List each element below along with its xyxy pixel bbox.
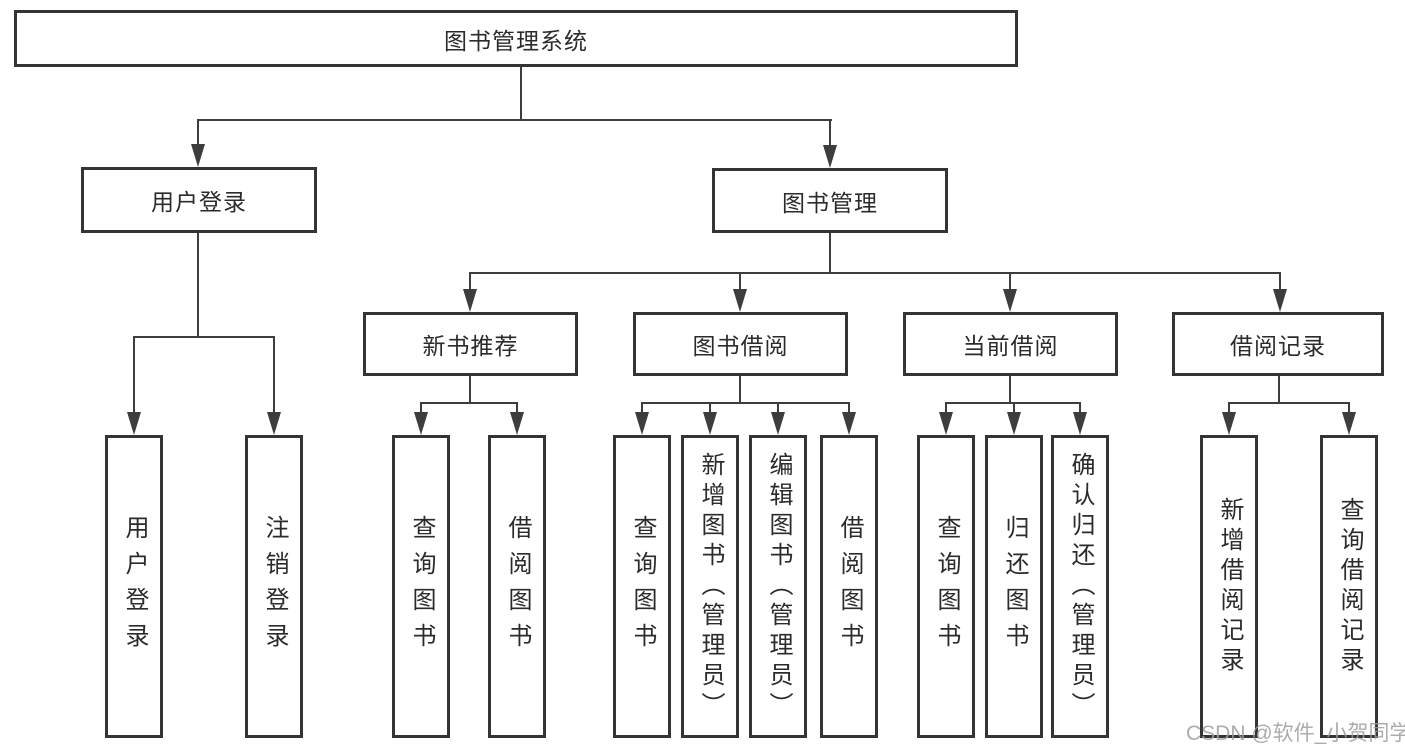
connector-line bbox=[1228, 402, 1230, 416]
node-label: 图书管理 bbox=[782, 189, 878, 216]
connector-line bbox=[848, 402, 850, 416]
arrowhead-down-icon bbox=[703, 412, 717, 435]
connector-line bbox=[1348, 402, 1350, 416]
node-label: 新书推荐 bbox=[422, 333, 519, 359]
connector-line bbox=[420, 402, 518, 404]
node-label: 当前借阅 bbox=[962, 333, 1059, 359]
connector-line bbox=[945, 402, 947, 416]
node-label: 用户登录 bbox=[151, 189, 247, 215]
arrowhead-down-icon bbox=[939, 412, 953, 435]
connector-line bbox=[516, 402, 518, 416]
node-label: 查询图书 bbox=[408, 514, 435, 659]
leaf-add-books-admin: 新增图书（管理员） bbox=[681, 435, 739, 738]
arrowhead-down-icon bbox=[127, 412, 141, 435]
node-label: 新增图书（管理员） bbox=[697, 451, 724, 722]
leaf-return-books: 归还图书 bbox=[985, 435, 1043, 738]
connector-line bbox=[197, 233, 199, 338]
connector-line bbox=[739, 272, 741, 294]
arrowhead-down-icon bbox=[1073, 412, 1087, 435]
connector-line bbox=[197, 119, 199, 149]
arrowhead-down-icon bbox=[267, 412, 281, 435]
connector-line bbox=[709, 402, 711, 416]
connector-line bbox=[641, 402, 643, 416]
connector-line bbox=[469, 272, 471, 294]
arrowhead-down-icon bbox=[1003, 289, 1017, 312]
node-current-borrowing: 当前借阅 bbox=[903, 312, 1118, 376]
connector-line bbox=[829, 119, 831, 149]
arrowhead-down-icon bbox=[1273, 289, 1287, 312]
connector-line bbox=[133, 336, 135, 418]
node-label: 确认归还（管理员） bbox=[1067, 451, 1094, 722]
connector-line bbox=[469, 272, 1281, 274]
connector-line bbox=[829, 233, 831, 274]
leaf-confirm-return-admin: 确认归还（管理员） bbox=[1051, 435, 1109, 738]
node-new-book-recommendation: 新书推荐 bbox=[363, 312, 578, 376]
node-label: 用户登录 bbox=[121, 514, 148, 659]
connector-line bbox=[1009, 376, 1011, 404]
node-label: 查询图书 bbox=[629, 514, 656, 659]
connector-line bbox=[1009, 272, 1011, 294]
connector-line bbox=[520, 67, 522, 120]
connector-line bbox=[1079, 402, 1081, 416]
arrowhead-down-icon bbox=[414, 412, 428, 435]
node-borrowing-records: 借阅记录 bbox=[1172, 312, 1384, 376]
node-label: 借阅图书 bbox=[836, 514, 863, 659]
node-label: 借阅图书 bbox=[504, 514, 531, 659]
leaf-query-borrow-record: 查询借阅记录 bbox=[1320, 435, 1378, 738]
node-label: 归还图书 bbox=[1001, 514, 1028, 659]
leaf-query-books-1: 查询图书 bbox=[392, 435, 450, 738]
node-book-management-branch: 图书管理 bbox=[712, 168, 948, 233]
leaf-query-books-2: 查询图书 bbox=[613, 435, 671, 738]
arrowhead-down-icon bbox=[635, 412, 649, 435]
node-label: 查询图书 bbox=[933, 514, 960, 659]
connector-line bbox=[420, 402, 422, 416]
arrowhead-down-icon bbox=[1007, 412, 1021, 435]
arrowhead-down-icon bbox=[771, 412, 785, 435]
connector-line bbox=[777, 402, 779, 416]
node-book-borrowing: 图书借阅 bbox=[633, 312, 848, 376]
connector-line bbox=[641, 402, 850, 404]
arrowhead-down-icon bbox=[191, 144, 205, 167]
leaf-borrow-books-2: 借阅图书 bbox=[820, 435, 878, 738]
node-label: 借阅记录 bbox=[1230, 333, 1326, 359]
connector-line bbox=[469, 376, 471, 404]
arrowhead-down-icon bbox=[463, 289, 477, 312]
connector-line bbox=[1279, 272, 1281, 294]
node-label: 图书管理系统 bbox=[444, 27, 588, 54]
node-user-login-branch: 用户登录 bbox=[81, 167, 317, 233]
node-label: 查询借阅记录 bbox=[1336, 496, 1363, 677]
node-label: 图书借阅 bbox=[692, 333, 789, 359]
leaf-borrow-books-1: 借阅图书 bbox=[488, 435, 546, 738]
arrowhead-down-icon bbox=[1222, 412, 1236, 435]
connector-line bbox=[197, 119, 832, 121]
connector-line bbox=[273, 336, 275, 418]
leaf-query-books-3: 查询图书 bbox=[917, 435, 975, 738]
connector-line bbox=[133, 336, 275, 338]
arrowhead-down-icon bbox=[1342, 412, 1356, 435]
node-label: 注销登录 bbox=[261, 514, 288, 659]
connector-line bbox=[1278, 376, 1280, 404]
leaf-user-login: 用户登录 bbox=[105, 435, 163, 738]
arrowhead-down-icon bbox=[733, 289, 747, 312]
leaf-edit-books-admin: 编辑图书（管理员） bbox=[749, 435, 807, 738]
node-label: 新增借阅记录 bbox=[1216, 496, 1243, 677]
node-library-management-system: 图书管理系统 bbox=[14, 10, 1018, 67]
leaf-add-borrow-record: 新增借阅记录 bbox=[1200, 435, 1258, 738]
arrowhead-down-icon bbox=[842, 412, 856, 435]
connector-line bbox=[739, 376, 741, 404]
connector-line bbox=[1228, 402, 1350, 404]
arrowhead-down-icon bbox=[823, 145, 837, 168]
node-label: 编辑图书（管理员） bbox=[765, 451, 792, 722]
csdn-watermark: CSDN @软件_小贺同学 bbox=[1186, 722, 1405, 745]
arrowhead-down-icon bbox=[510, 412, 524, 435]
leaf-logout: 注销登录 bbox=[245, 435, 303, 738]
connector-line bbox=[1013, 402, 1015, 416]
